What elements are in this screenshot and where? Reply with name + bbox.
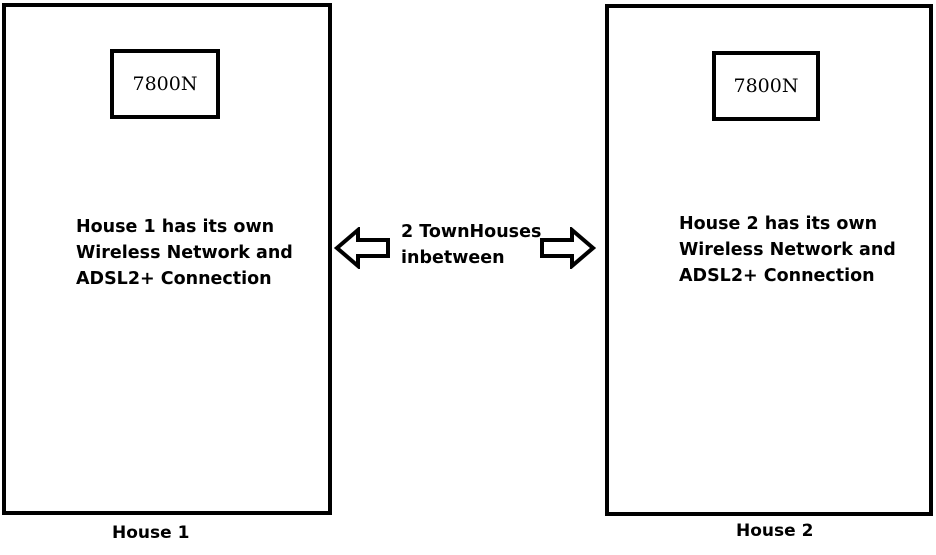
townhouses-between-line: 2 TownHouses (401, 222, 542, 242)
house-1-description-line: House 1 has its own (76, 217, 275, 237)
house-1-description: House 1 has its own Wireless Network and… (76, 214, 293, 292)
townhouses-between-label: 2 TownHouses inbetween (401, 219, 541, 271)
house-2-description-line: ADSL2+ Connection (679, 266, 875, 286)
house-2-description-line: Wireless Network and (679, 240, 896, 260)
house-2-description: House 2 has its own Wireless Network and… (679, 211, 896, 289)
house-1-box: 7800N House 1 has its own Wireless Netwo… (2, 3, 332, 515)
house-1-description-line: ADSL2+ Connection (76, 269, 272, 289)
house-1-caption: House 1 (112, 523, 190, 543)
house-2-router-label: 7800N (733, 75, 799, 97)
house-1-router-label: 7800N (132, 73, 198, 95)
house-2-caption: House 2 (736, 521, 814, 541)
house-2-description-line: House 2 has its own (679, 214, 878, 234)
house-2-router: 7800N (712, 51, 820, 121)
house-1-router: 7800N (110, 49, 220, 119)
arrow-left-icon (334, 227, 390, 269)
house-1-description-line: Wireless Network and (76, 243, 293, 263)
townhouses-between-line: inbetween (401, 248, 505, 268)
house-2-box: 7800N House 2 has its own Wireless Netwo… (605, 4, 933, 516)
arrow-right-icon (540, 227, 596, 269)
